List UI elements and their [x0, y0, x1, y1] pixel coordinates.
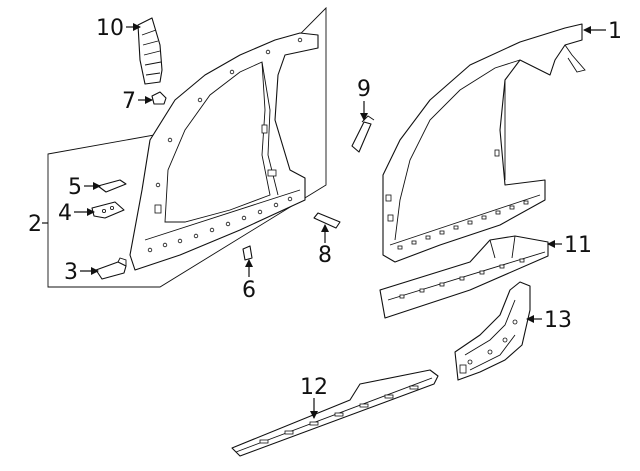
- part-2-inner-pillar-assembly: [129, 32, 319, 271]
- callout-9: 9: [357, 77, 371, 102]
- callout-7: 7: [122, 89, 136, 114]
- callout-3: 3: [64, 260, 78, 285]
- part-3-bracket: [95, 257, 127, 280]
- callout-13: 13: [544, 308, 572, 333]
- callout-2: 2: [28, 212, 42, 237]
- part-9-bracket: [351, 115, 375, 153]
- part-8-plate: [313, 212, 341, 229]
- callout-5: 5: [68, 175, 82, 200]
- part-6-clip: [242, 245, 253, 261]
- callout-6: 6: [242, 278, 256, 303]
- part-13-lower-pillar-reinforcement: [454, 281, 531, 381]
- callout-8: 8: [318, 243, 332, 268]
- part-12-floor-side-rail: [231, 369, 439, 457]
- callout-1: 1: [608, 19, 622, 44]
- callout-11: 11: [564, 233, 592, 258]
- callout-4: 4: [58, 201, 72, 226]
- callout-12: 12: [300, 375, 328, 400]
- part-1-outer-body-side: [382, 23, 586, 263]
- part-5-bracket: [97, 179, 127, 193]
- part-7-bracket: [151, 91, 167, 105]
- part-10-pillar-reinforcement: [137, 17, 163, 85]
- callout-labels: 1 2 3 4 5 6 7 8 9 10 11 12 13: [28, 16, 622, 400]
- callout-10: 10: [96, 16, 124, 41]
- leader-lines: [42, 23, 606, 419]
- part-4-reinforcement: [91, 201, 125, 219]
